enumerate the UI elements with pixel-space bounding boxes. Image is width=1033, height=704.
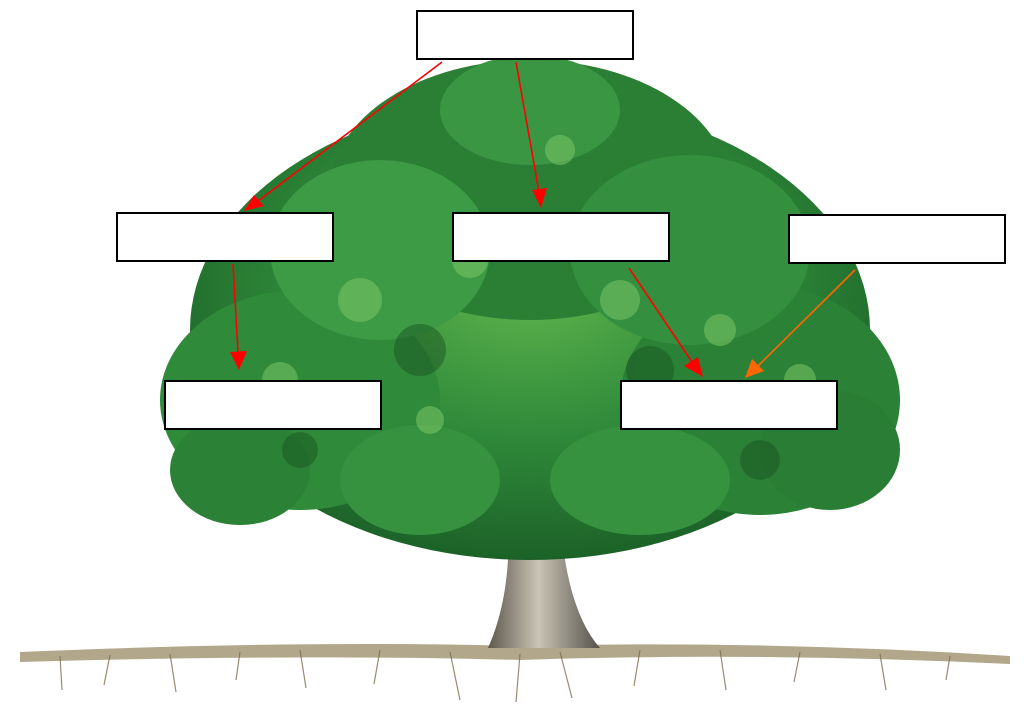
arrows [230,61,856,378]
label-box-right[interactable] [788,214,1006,264]
arrow-center-to-lowerright [628,267,703,377]
arrow-right-to-lowerright [745,269,856,378]
arrow-top-to-center [515,61,547,208]
label-box-lower-right[interactable] [620,380,838,430]
label-box-top[interactable] [416,10,634,60]
label-box-center[interactable] [452,212,670,262]
arrow-top-to-left [244,61,443,211]
arrow-left-to-lowerleft [230,263,247,370]
tree-canopy [160,55,900,560]
label-box-left[interactable] [116,212,334,262]
ground-roots [20,644,1010,703]
label-box-lower-left[interactable] [164,380,382,430]
